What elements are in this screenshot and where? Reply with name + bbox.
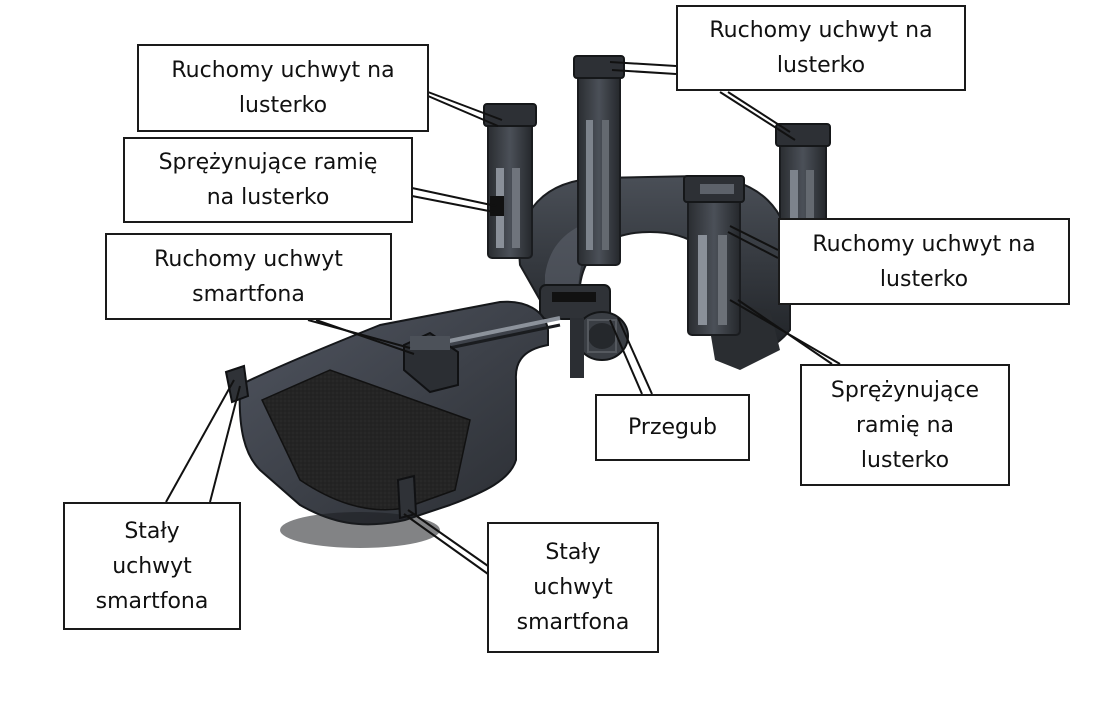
leader-joint: [609, 319, 643, 395]
label-spring-arm-right-line1: Sprężynujące: [830, 377, 980, 403]
mirror-post-front-right: [683, 175, 745, 336]
leader-spring-arm-left-2: [411, 195, 495, 213]
label-top-right-holder-line1: Ruchomy uchwyt na: [709, 18, 933, 43]
label-fixed-holder-left-line2: uchwyt: [112, 553, 192, 579]
label-top-right-holder-line2: lusterko: [776, 53, 866, 78]
label-fixed-holder-bottom-line3: smartfona: [516, 610, 630, 635]
leader-fixed-holder-left-2: [209, 385, 241, 503]
leader-top-right-holder-b: [719, 91, 796, 141]
leader-fixed-holder-left: [165, 379, 235, 503]
mirror-clamp-base: [518, 174, 791, 370]
leader-fixed-holder-bottom-2: [407, 509, 489, 567]
leader-top-right-holder-a2: [611, 69, 677, 75]
leader-right-holder-2: [727, 231, 779, 259]
label-spring-arm-left-line2: na lusterko: [206, 185, 330, 210]
label-top-right-holder: Ruchomy uchwyt na lusterko: [676, 5, 966, 91]
swivel-joint: [539, 284, 629, 378]
phone-holder-movable-part: [403, 331, 459, 394]
label-top-left-holder: Ruchomy uchwyt na lusterko: [137, 44, 429, 132]
leader-phone-holder-2: [315, 319, 415, 355]
label-fixed-holder-left: Stały uchwyt smartfona: [63, 502, 241, 630]
label-joint: Przegub: [595, 394, 750, 461]
label-fixed-holder-bottom-line1: Stały: [545, 540, 601, 565]
label-phone-holder-movable-line1: Ruchomy uchwyt: [154, 246, 343, 272]
label-spring-arm-right-line3: lusterko: [860, 447, 950, 473]
label-right-holder-line1: Ruchomy uchwyt na: [812, 231, 1036, 257]
label-fixed-holder-left-line3: smartfona: [95, 588, 209, 614]
label-fixed-holder-left-line1: Stały: [124, 518, 180, 544]
label-phone-holder-movable-line2: smartfona: [192, 281, 305, 307]
label-joint-line1: Przegub: [628, 415, 717, 440]
phone-plate: [238, 300, 561, 548]
leader-spring-arm-left: [411, 187, 497, 207]
leader-top-right-holder-a: [609, 61, 677, 67]
leader-top-left-holder-2: [427, 95, 499, 127]
label-spring-arm-right-line2: ramię na: [855, 412, 955, 438]
label-spring-arm-left: Sprężynujące ramię na lusterko: [123, 137, 413, 223]
label-fixed-holder-bottom: Stały uchwyt smartfona: [487, 522, 659, 653]
leader-spring-arm-right-2: [737, 299, 833, 365]
label-fixed-holder-bottom-line2: uchwyt: [533, 575, 613, 600]
leader-top-left-holder: [427, 91, 503, 121]
label-top-left-holder-line1: Ruchomy uchwyt na: [171, 58, 395, 83]
leader-right-holder: [729, 225, 779, 251]
label-right-holder: Ruchomy uchwyt na lusterko: [778, 218, 1070, 305]
fixed-holder-left-part: [224, 364, 250, 404]
label-top-left-holder-line2: lusterko: [238, 93, 328, 118]
leader-fixed-holder-bottom: [403, 513, 489, 575]
label-right-holder-line2: lusterko: [879, 266, 969, 292]
leader-top-right-holder-b2: [727, 91, 791, 133]
label-spring-arm-right: Sprężynujące ramię na lusterko: [800, 364, 1010, 486]
mirror-post-top: [573, 55, 625, 266]
mirror-post-left: [483, 103, 537, 259]
fixed-holder-bottom-part: [396, 474, 418, 520]
leader-joint-2: [617, 317, 653, 395]
label-spring-arm-left-line1: Sprężynujące ramię: [158, 150, 378, 175]
leader-lines: [165, 61, 841, 575]
label-phone-holder-movable: Ruchomy uchwyt smartfona: [105, 233, 392, 320]
